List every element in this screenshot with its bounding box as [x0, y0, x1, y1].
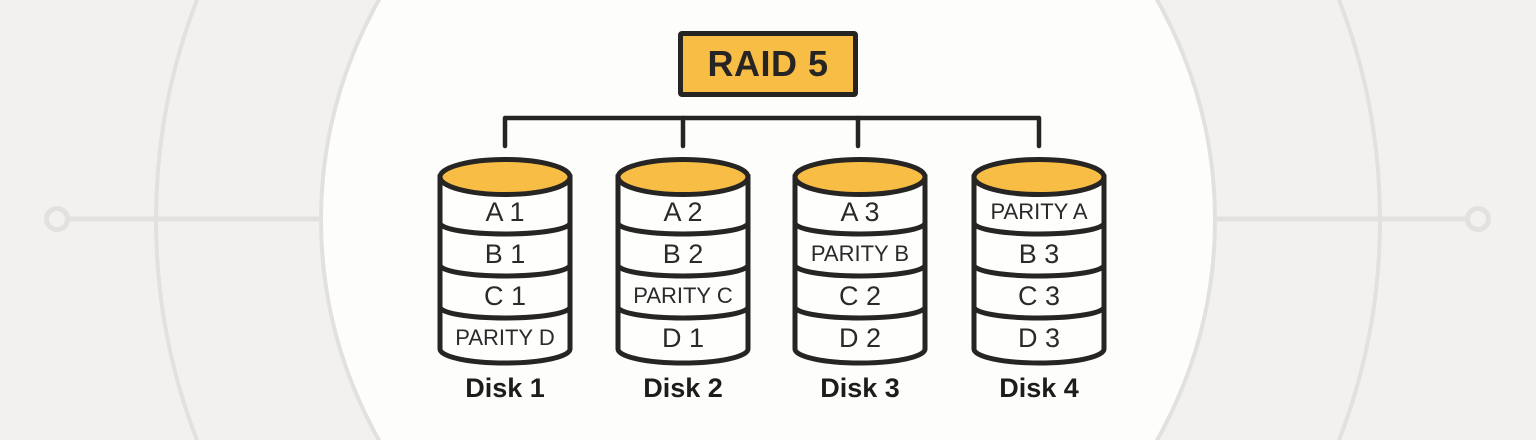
- cylinder-separator: [971, 222, 1107, 237]
- raid-level-label: RAID 5: [707, 43, 829, 84]
- disk-4-block-2: B 3: [1018, 239, 1060, 269]
- disk-4-block-3: C 3: [1017, 281, 1061, 311]
- disk-3-label: Disk 3: [820, 373, 900, 403]
- disk-2-block-2: B 2: [662, 239, 704, 269]
- left-node-ring-icon: [44, 206, 70, 232]
- cylinder-separator: [971, 306, 1107, 321]
- cylinder-separator: [437, 222, 573, 237]
- cylinder-top-cap: [615, 157, 751, 197]
- disk-1: A 1 B 1 C 1 PARITY D Disk 1: [437, 156, 573, 412]
- cylinder-separator: [792, 306, 928, 321]
- disk-3-block-3: C 2: [838, 281, 882, 311]
- disk-2-cylinder-icon: [615, 157, 751, 366]
- disk-3-block-2: PARITY B: [810, 241, 910, 266]
- disk-2-block-4: D 1: [661, 323, 705, 353]
- disk-4-block-1: PARITY A: [990, 199, 1088, 224]
- connector-outline: [502, 115, 1042, 149]
- cylinder-separator: [792, 222, 928, 237]
- disk-2-label: Disk 2: [643, 373, 723, 403]
- cylinder-top-cap: [437, 157, 573, 197]
- disk-4-cylinder-icon: [971, 157, 1107, 366]
- cylinder-separator: [615, 222, 751, 237]
- disk-3-block-4: D 2: [838, 323, 882, 353]
- disk-1-cylinder-icon: [437, 157, 573, 366]
- disk-1-block-4: PARITY D: [455, 325, 555, 350]
- cylinder-separator: [437, 264, 573, 279]
- cylinder-separator: [971, 264, 1107, 279]
- raid-level-badge: RAID 5: [678, 31, 858, 97]
- right-node-ring-icon: [1465, 206, 1491, 232]
- disk-3-cylinder-icon: [792, 157, 928, 366]
- disk-1-block-3: C 1: [483, 281, 527, 311]
- disk-2-block-1: A 2: [663, 197, 703, 227]
- cylinder-separator: [615, 264, 751, 279]
- cylinder-top-cap: [792, 157, 928, 197]
- cylinder-separator: [615, 306, 751, 321]
- disk-3-block-1: A 3: [840, 197, 880, 227]
- disk-4: PARITY A B 3 C 3 D 3 Disk 4: [971, 156, 1107, 412]
- disk-2-block-3: PARITY C: [633, 283, 733, 308]
- cylinder-separator: [792, 264, 928, 279]
- cylinder-separator: [437, 306, 573, 321]
- cylinder-top-cap: [971, 157, 1107, 197]
- disk-1-label: Disk 1: [465, 373, 545, 403]
- disk-3: A 3 PARITY B C 2 D 2 Disk 3: [792, 156, 928, 412]
- disk-4-label: Disk 4: [999, 373, 1079, 403]
- disk-2: A 2 B 2 PARITY C D 1 Disk 2: [615, 156, 751, 412]
- disk-4-block-4: D 3: [1017, 323, 1061, 353]
- disk-1-block-1: A 1: [485, 197, 525, 227]
- disk-1-block-2: B 1: [484, 239, 526, 269]
